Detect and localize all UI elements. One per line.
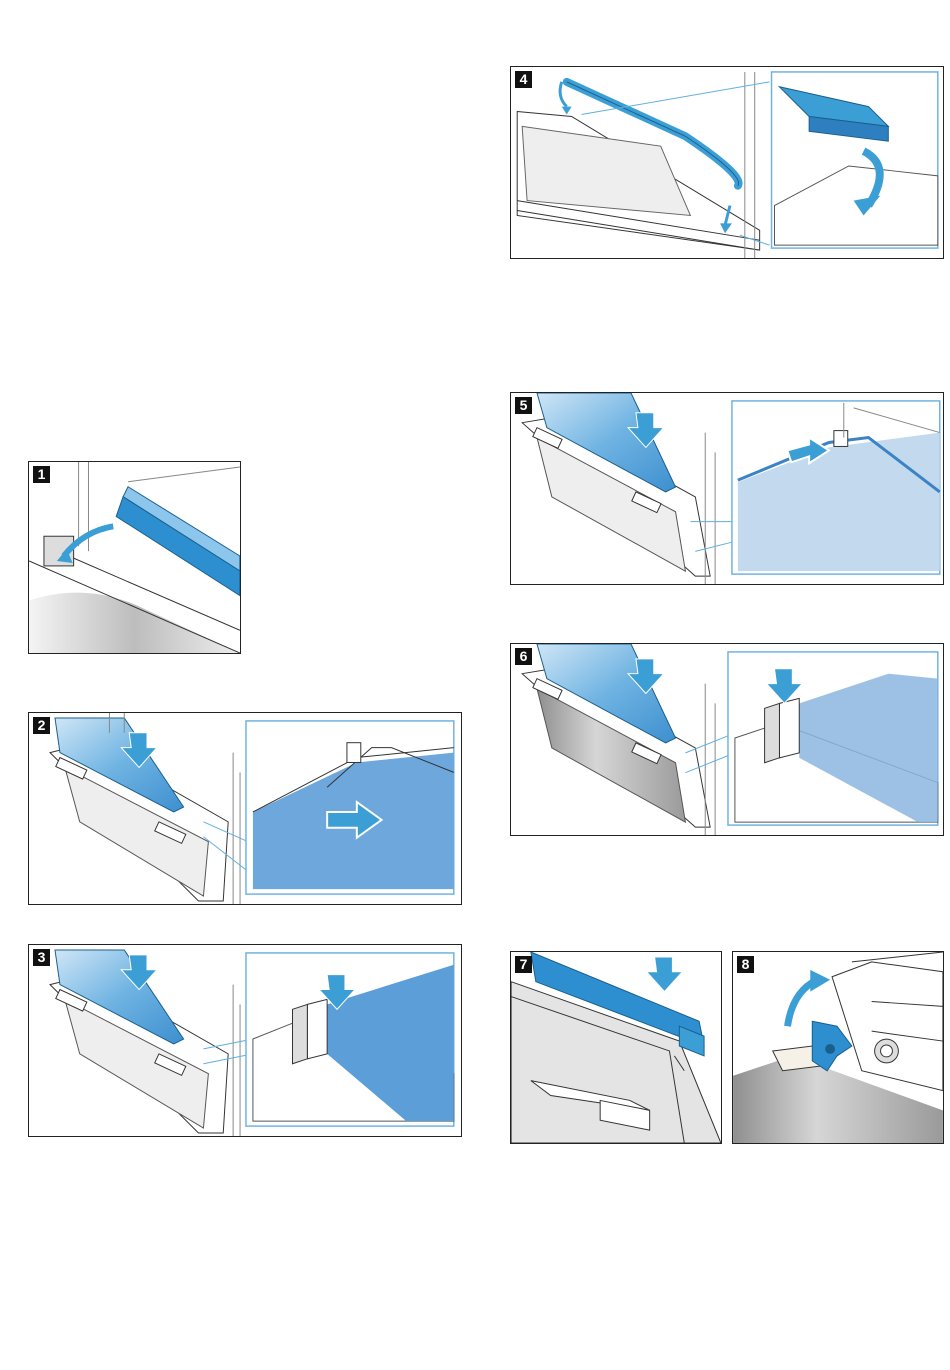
- step-3-badge: 3: [33, 949, 50, 966]
- step-7-badge: 7: [515, 956, 532, 973]
- step-6-illustration: 6: [510, 643, 944, 836]
- step-4-badge: 4: [515, 71, 532, 88]
- step-7-drawing: [511, 952, 721, 1143]
- step-2-drawing: [29, 713, 461, 904]
- step-1-illustration: 1: [28, 461, 241, 654]
- step-5-badge: 5: [515, 397, 532, 414]
- step-6-drawing: [511, 644, 943, 835]
- step-8-badge: 8: [737, 956, 754, 973]
- step-8-illustration: 8: [732, 951, 944, 1144]
- step-1-badge: 1: [33, 466, 50, 483]
- step-2-illustration: 2: [28, 712, 462, 905]
- step-7-illustration: 7: [510, 951, 722, 1144]
- step-1-drawing: [29, 462, 240, 653]
- step-3-drawing: [29, 945, 461, 1136]
- step-3-illustration: 3: [28, 944, 462, 1137]
- step-2-badge: 2: [33, 717, 50, 734]
- step-5-drawing: [511, 393, 943, 584]
- step-5-illustration: 5: [510, 392, 944, 585]
- step-4-drawing: [511, 67, 943, 258]
- step-8-drawing: [733, 952, 943, 1143]
- step-4-illustration: 4: [510, 66, 944, 259]
- step-6-badge: 6: [515, 648, 532, 665]
